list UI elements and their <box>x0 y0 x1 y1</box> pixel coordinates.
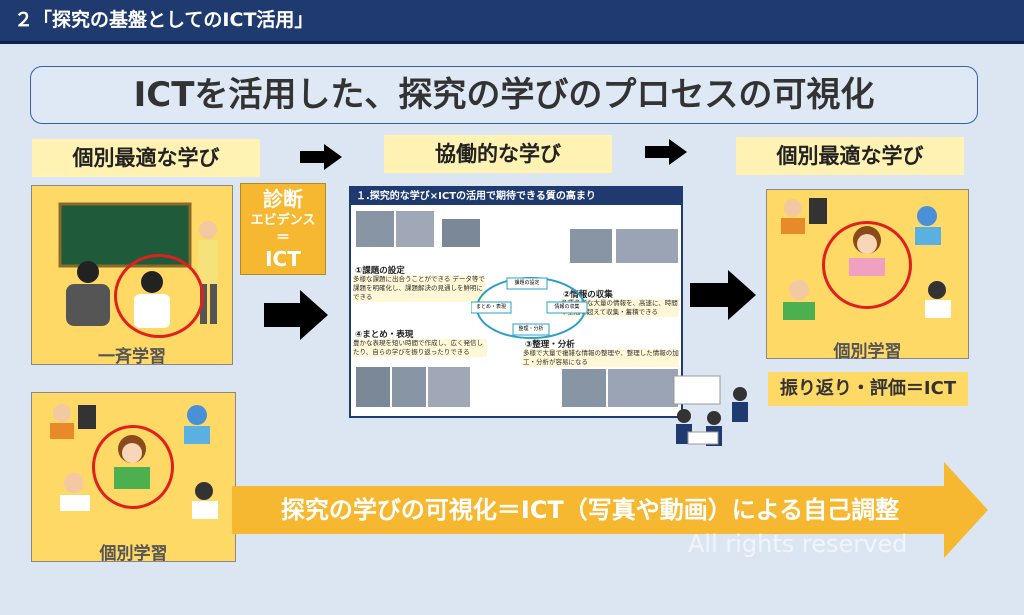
step2-text: 多種多様な大量の情報を、高速に、時間や空間を超えて収集・蓄積できる <box>561 299 679 317</box>
arrow-right-icon <box>264 290 328 340</box>
photo <box>395 210 435 248</box>
cycle-label: 課題の設定 <box>514 280 540 286</box>
stage-label-center: 協働的な学び <box>384 135 612 173</box>
group-discussion-illustration <box>673 375 748 446</box>
highlight-circle <box>92 425 174 509</box>
banner-arrow-body <box>232 486 944 534</box>
cycle-label: 情報の収集 <box>554 304 580 310</box>
stage-label-right: 個別最適な学び <box>736 137 964 175</box>
photo <box>427 366 471 408</box>
panel-caption: 一斉学習 <box>98 347 166 367</box>
center-heading: １.探究的な学び×ICTの活用で期待できる質の高まり <box>351 188 681 205</box>
photo <box>355 210 395 248</box>
step3-title: ③整理・分析 <box>525 340 575 350</box>
panel-caption: 個別学習 <box>99 544 168 564</box>
arrow-right-icon <box>300 144 342 170</box>
reflection-label: 振り返り・評価＝ICT <box>768 372 968 406</box>
cycle-label: まとめ・表現 <box>475 304 506 310</box>
photo <box>569 228 613 264</box>
learning-cycle-diagram <box>471 277 588 339</box>
photo <box>355 366 391 408</box>
step2-title: ②情報の収集 <box>563 290 613 300</box>
step3-text: 多様で大量で複雑な情報の整理や、整理した情報の加工・分析が容易になる <box>523 349 679 367</box>
highlight-circle <box>822 221 912 309</box>
main-title: ICTを活用した、探究の学びのプロセスの可視化 <box>30 66 978 124</box>
photo <box>441 218 481 248</box>
panel-caption: 個別学習 <box>833 342 902 362</box>
banner-text: 探究の学びの可視化＝ICT（写真や動画）による自己調整 <box>280 496 900 524</box>
individual-learning-panel-right: 個別学習 <box>766 189 969 362</box>
photo <box>561 368 607 408</box>
watermark: All rights reserved <box>688 530 908 558</box>
group-learning-panel: 一斉学習 <box>31 185 233 367</box>
cycle-label: 整理・分析 <box>518 326 544 332</box>
banner-arrow-head <box>944 462 988 558</box>
arrow-right-icon <box>645 139 687 165</box>
slide-header: ２「探究の基盤としてのICT活用」 <box>0 0 1024 44</box>
stage-label-left: 個別最適な学び <box>32 139 260 177</box>
photo <box>615 228 679 264</box>
arrow-right-icon <box>690 270 756 320</box>
step1-text: 多様な課題に出合うことができる データ等で課題を明確化し、課題解決の見通しを鮮明… <box>353 275 485 302</box>
photo <box>391 366 427 408</box>
diagnosis-box: 診断 エビデンス ＝ ICT <box>240 183 326 275</box>
diagnosis-ict: ICT <box>265 247 301 271</box>
step4-title: ④まとめ・表現 <box>355 330 414 340</box>
highlight-circle <box>114 254 204 338</box>
step4-text: 豊かな表現を短い時間で作成し、広く発信したり、自らの学びを振り返ったりできる <box>353 339 487 357</box>
individual-learning-panel-left: 個別学習 <box>31 392 236 564</box>
step1-title: ①課題の設定 <box>355 266 405 276</box>
diagnosis-equals: ＝ <box>276 230 290 246</box>
photo <box>607 368 679 408</box>
diagnosis-title: 診断 <box>263 187 303 211</box>
collaborative-learning-panel: １.探究的な学び×ICTの活用で期待できる質の高まり ①課題の設定 多様な課題に… <box>349 186 683 418</box>
diagnosis-sub: エビデンス <box>250 213 316 228</box>
